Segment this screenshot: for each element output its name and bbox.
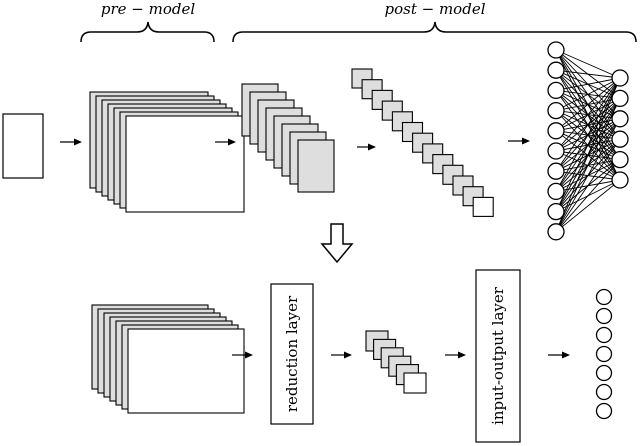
bottom-small-stack — [365, 330, 427, 394]
reduction-layer-box: reduction layer — [270, 283, 314, 425]
connection-edge — [555, 98, 621, 232]
input-neuron — [547, 182, 565, 201]
input-neuron — [547, 61, 565, 79]
connection-edge — [555, 118, 621, 233]
right-arrow-icon — [445, 351, 466, 359]
right-arrow-icon — [508, 137, 530, 145]
connection-edge — [555, 77, 621, 112]
output-neuron — [611, 171, 629, 189]
output-neuron — [595, 326, 613, 344]
pre-model-group: pre − model — [80, 0, 215, 43]
input-neuron — [547, 162, 565, 180]
front-feature-map — [403, 372, 427, 394]
connection-edge — [555, 49, 621, 79]
hollow-down-arrow-icon — [320, 223, 354, 264]
output-neuron — [595, 307, 613, 325]
input-neuron — [547, 41, 565, 59]
output-node-column — [595, 288, 613, 420]
right-arrow-icon — [232, 351, 253, 359]
front-feature-map — [472, 196, 494, 217]
fully-connected-layer — [547, 41, 629, 241]
post-model-small-stack — [351, 68, 494, 217]
connection-edge — [555, 77, 621, 232]
front-feature-map — [125, 115, 245, 213]
connection-edge — [555, 138, 621, 233]
pre-model-feature-stack — [89, 91, 245, 213]
input-neuron — [547, 142, 565, 160]
connection-edge — [555, 77, 621, 152]
output-neuron — [595, 288, 613, 306]
connection-edge — [555, 77, 621, 192]
connection-edge — [555, 77, 621, 91]
input-neuron — [547, 122, 565, 140]
input-neuron — [547, 81, 565, 100]
input-neuron — [547, 202, 565, 221]
bottom-feature-stack — [91, 304, 245, 414]
output-neuron — [611, 130, 629, 148]
right-arrow-icon — [357, 143, 376, 151]
reduction-layer-label: reduction layer — [283, 295, 301, 412]
pre-model-brace — [80, 21, 215, 43]
connection-edge — [555, 77, 621, 212]
connection-edge — [555, 179, 621, 233]
output-neuron — [611, 110, 629, 128]
input-image — [2, 113, 44, 179]
flow-arrows — [60, 137, 570, 359]
input-output-layer-box: input-output layer — [475, 269, 521, 443]
output-neuron — [611, 150, 629, 169]
right-arrow-icon — [548, 351, 570, 359]
front-feature-map — [297, 139, 335, 193]
right-arrow-icon — [215, 138, 236, 146]
connection-edge — [555, 159, 621, 233]
output-neuron — [595, 345, 613, 363]
connection-edge — [555, 77, 621, 172]
post-model-feature-stack — [241, 83, 335, 193]
right-arrow-icon — [60, 138, 82, 146]
output-neuron — [611, 89, 629, 108]
input-neuron — [547, 101, 565, 120]
output-neuron — [595, 383, 613, 401]
post-model-group: post − model — [232, 0, 637, 43]
input-output-layer-label: input-output layer — [489, 286, 507, 425]
pre-model-label: pre − model — [101, 0, 195, 18]
connection-edge — [555, 69, 621, 79]
front-feature-map — [127, 328, 245, 414]
input-neuron — [547, 223, 565, 241]
post-model-brace — [232, 21, 637, 43]
output-neuron — [611, 69, 629, 87]
output-neuron — [595, 364, 613, 382]
output-neuron — [595, 402, 613, 420]
post-model-label: post − model — [385, 0, 486, 18]
right-arrow-icon — [331, 351, 352, 359]
connection-edge — [555, 77, 621, 132]
